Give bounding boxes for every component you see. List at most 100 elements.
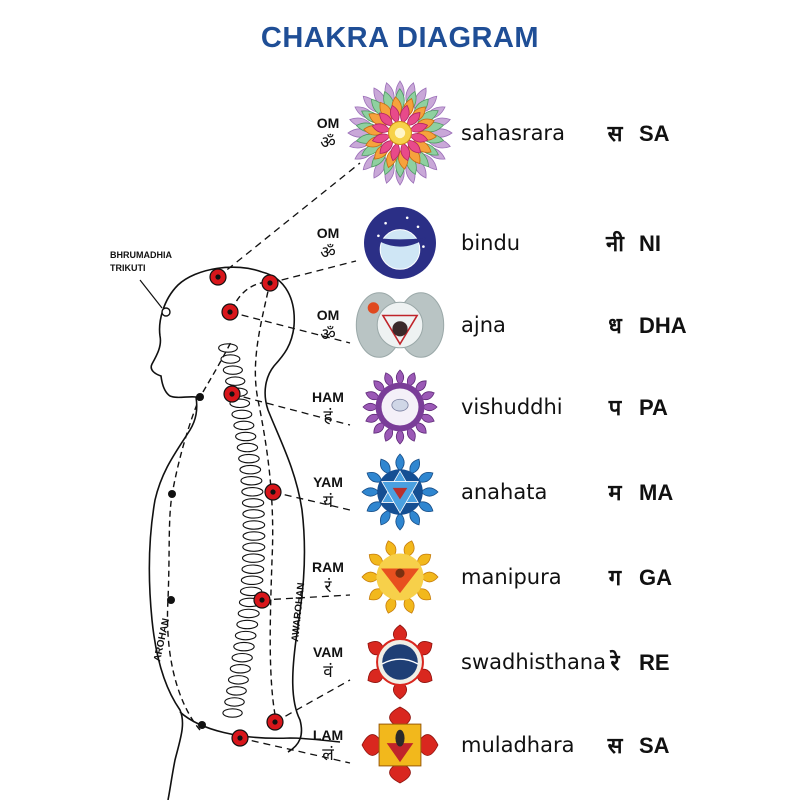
leader-line-ajna (229, 311, 351, 344)
vertebra (224, 697, 245, 707)
vertebra (222, 365, 243, 375)
vertebra (236, 442, 259, 453)
chakra-name: anahata (461, 480, 547, 504)
chakra-row-muladhara: LAM लं muladhara स SA (313, 706, 670, 784)
vertebra (241, 553, 265, 563)
leader-line-anahata (272, 491, 351, 511)
vertebra (229, 664, 251, 674)
bhrumadhia-point (161, 307, 171, 317)
arohan-path (166, 339, 233, 731)
vertebra (231, 409, 253, 420)
note-label: NI (639, 231, 661, 256)
note-label: SA (639, 121, 670, 146)
note-devanagari: ग (608, 566, 623, 591)
vertebra (225, 376, 246, 386)
chakra-name: manipura (461, 565, 562, 589)
page-title: CHAKRA DIAGRAM (260, 22, 540, 54)
vertebra (242, 520, 266, 530)
awarohan-path (254, 281, 277, 721)
manipura-chakra-icon (361, 540, 439, 614)
bindu-chakra-icon (364, 207, 436, 279)
vertebra (241, 564, 265, 574)
awarohan-label: AWAROHAN (290, 582, 307, 642)
vertebra (241, 487, 264, 497)
vertebra (231, 652, 253, 663)
vertebra (222, 708, 243, 718)
body-back-outline (261, 271, 306, 753)
vertebra (240, 575, 264, 586)
chakra-point-anahata (264, 483, 282, 501)
arohan-dot (167, 596, 175, 604)
swadhisthana-chakra-icon (367, 624, 433, 700)
mantra-devanagari: हं (323, 407, 333, 427)
vertebra (234, 630, 257, 641)
mantra-label: RAM (312, 559, 344, 575)
sahasrara-chakra-icon (347, 80, 453, 186)
vertebra (227, 675, 249, 685)
vertebra (233, 420, 255, 431)
mantra-devanagari: लं (322, 745, 334, 765)
mantra-devanagari: वं (323, 662, 333, 682)
leader-line-muladhara (239, 737, 351, 764)
chakra-point-sahasrara (209, 268, 227, 286)
mantra-label: VAM (313, 644, 343, 660)
leader-line-vishuddhi (231, 393, 351, 426)
vertebra (242, 509, 265, 519)
vertebra (235, 431, 257, 442)
bhrumadhia-pointer: BHRUMADHIA TRIKUTI (110, 250, 172, 317)
note-devanagari: ध (608, 314, 623, 339)
chakra-row-manipura: RAM रं manipura ग GA (312, 540, 672, 614)
vertebra (220, 354, 241, 364)
chakra-row-ajna: OM ॐ ajna ध DHA (317, 292, 687, 358)
leader-line-bindu (269, 260, 357, 284)
note-devanagari: म (607, 481, 622, 506)
body-front-outline (148, 266, 263, 800)
chakra-points (209, 268, 284, 747)
anahata-chakra-icon (361, 453, 439, 531)
chakra-name: muladhara (461, 733, 574, 757)
vertebra (237, 608, 260, 619)
vertebra (242, 542, 266, 552)
note-label: PA (639, 395, 668, 420)
note-devanagari: रे (609, 649, 620, 676)
mantra-label: LAM (313, 727, 343, 743)
muladhara-chakra-icon (361, 706, 439, 784)
chakra-point-bindu (261, 274, 279, 292)
chakra-name: ajna (461, 313, 506, 337)
mantra-devanagari: ॐ (320, 133, 336, 153)
note-label: DHA (639, 313, 687, 338)
chakra-point-vishuddhi (223, 385, 241, 403)
mantra-devanagari: ॐ (320, 325, 336, 345)
note-label: GA (639, 565, 672, 590)
spine (218, 343, 266, 718)
arohan-dot (196, 393, 204, 401)
vertebra (233, 641, 255, 652)
mantra-label: OM (317, 225, 340, 241)
leader-line-swadhisthana (274, 679, 351, 723)
note-label: MA (639, 480, 673, 505)
mantra-devanagari: रं (325, 577, 333, 597)
note-devanagari: स (607, 734, 624, 759)
note-label: SA (639, 733, 670, 758)
bhrumadhia-arrow (139, 279, 163, 309)
vertebra (241, 498, 265, 508)
leader-line-manipura (261, 594, 351, 601)
chakra-point-muladhara (231, 729, 249, 747)
leader-line-sahasrara (217, 162, 361, 278)
note-label: RE (639, 650, 670, 675)
chakra-point-ajna (221, 303, 239, 321)
chakra-name: swadhisthana (461, 650, 606, 674)
mantra-label: OM (317, 307, 340, 323)
chakra-name: vishuddhi (461, 395, 563, 419)
chakra-name: bindu (461, 231, 520, 255)
vertebra (236, 619, 259, 630)
vertebra (240, 475, 263, 486)
ajna-chakra-icon (355, 292, 445, 358)
bhrumadhia-label: BHRUMADHIA (110, 250, 172, 260)
